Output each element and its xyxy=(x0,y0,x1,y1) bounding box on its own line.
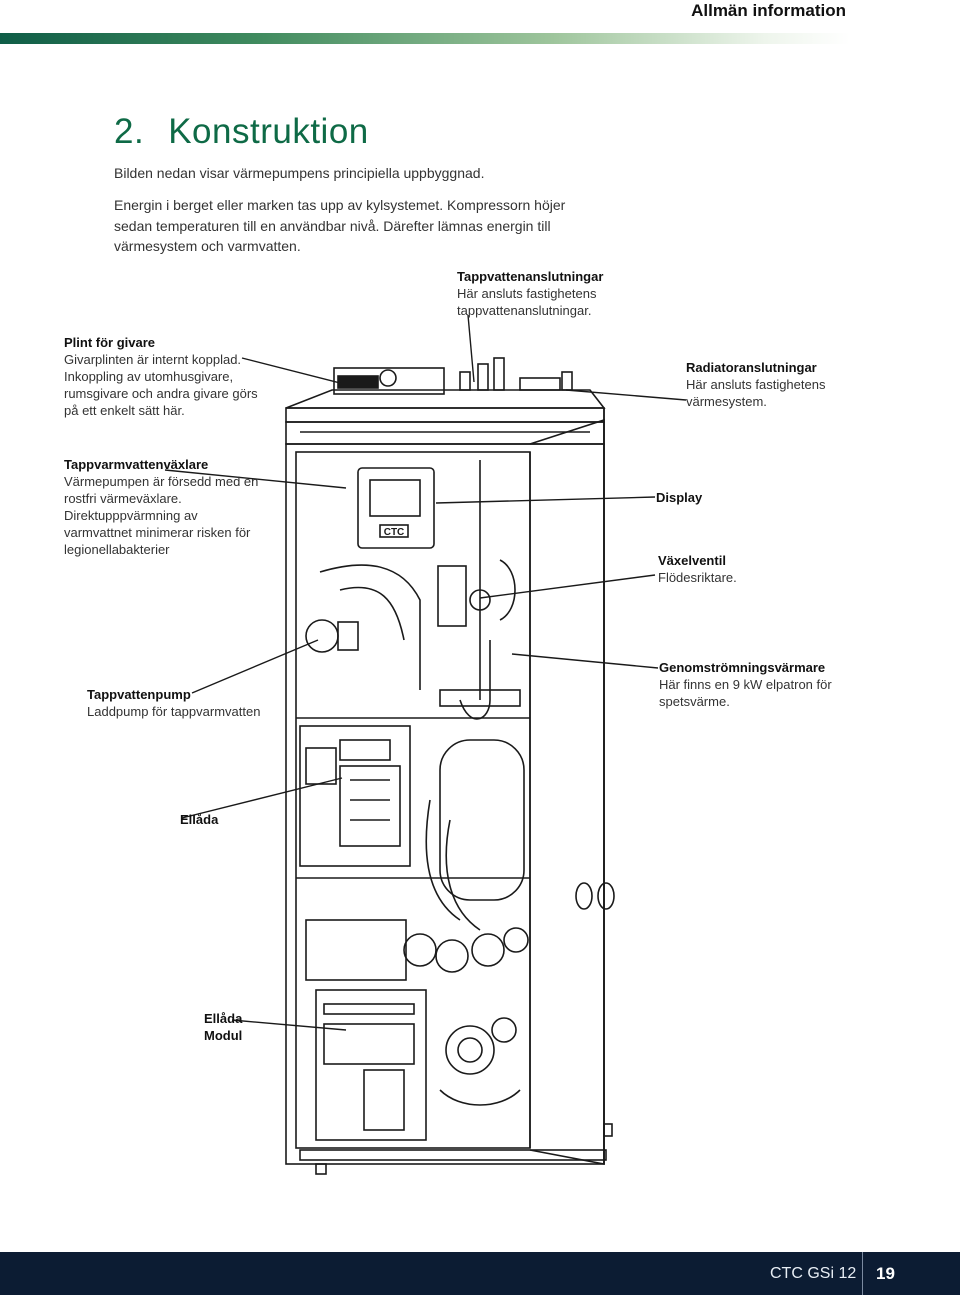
cabinet-body xyxy=(285,443,605,1165)
label-vaxlare: Tappvarmvattenväxlare Värmepumpen är för… xyxy=(64,456,264,558)
tap-connection-1 xyxy=(459,371,471,391)
label-ellada: Ellåda xyxy=(180,811,260,828)
leader-vaxlare xyxy=(164,469,347,489)
label-vaxelventil-text: Flödesriktare. xyxy=(658,570,737,585)
diverter-valve xyxy=(469,589,491,611)
electric-module-box xyxy=(315,989,427,1141)
label-radiator: Radiatoranslutningar Här ansluts fastigh… xyxy=(686,359,836,410)
leader-ellada-modul xyxy=(231,1019,347,1031)
label-vaxelventil: Växelventil Flödesriktare. xyxy=(658,552,778,586)
display-housing xyxy=(357,467,435,549)
label-radiator-heading: Radiatoranslutningar xyxy=(686,360,817,375)
label-vaxlare-heading: Tappvarmvattenväxlare xyxy=(64,457,209,472)
header-title: Allmän information xyxy=(691,1,846,20)
label-display-heading: Display xyxy=(656,490,703,505)
section-title-text: Konstruktion xyxy=(168,112,369,151)
label-plint: Plint för givare Givarplinten är internt… xyxy=(64,334,264,419)
display-logo: CTC xyxy=(384,527,405,538)
label-display: Display xyxy=(656,489,776,506)
footer-model: CTC GSi 12 xyxy=(770,1265,857,1282)
label-tappvatten-heading: Tappvattenanslutningar xyxy=(457,269,604,284)
tap-water-pump xyxy=(305,619,339,653)
label-pump-text: Laddpump för tappvarmvatten xyxy=(87,704,261,719)
label-tappvatten-text: Här ansluts fastighetens tappvattenanslu… xyxy=(457,286,597,318)
radiator-connection-block xyxy=(519,377,561,391)
tap-connection-3 xyxy=(493,357,505,391)
footer-bar xyxy=(0,1252,960,1295)
leader-plint xyxy=(241,357,345,385)
label-ellada-heading: Ellåda xyxy=(180,812,219,827)
header-gradient-rule xyxy=(0,33,850,44)
display-screen xyxy=(369,479,421,517)
label-plint-heading: Plint för givare xyxy=(64,335,156,350)
label-genomstromning-text: Här finns en 9 kW elpatron för spetsvärm… xyxy=(659,677,832,709)
label-tappvatten: Tappvattenanslutningar Här ansluts fasti… xyxy=(457,268,647,319)
label-ellada-modul-heading2: Modul xyxy=(204,1028,243,1043)
label-vaxelventil-heading: Växelventil xyxy=(658,553,726,568)
cabinet-header-band xyxy=(285,421,605,445)
electric-box xyxy=(299,725,411,867)
intro-paragraph-2: Energin i berget eller marken tas upp av… xyxy=(114,197,566,254)
radiator-connection xyxy=(561,371,573,391)
side-panel xyxy=(529,418,605,1165)
label-vaxlare-text: Värmepumpen är försedd med en rostfri vä… xyxy=(64,474,259,557)
leader-radiator xyxy=(565,389,687,401)
cabinet-frame-inner xyxy=(295,451,531,1149)
label-ellada-modul-heading: Ellåda xyxy=(204,1011,243,1026)
leader-ellada xyxy=(181,777,343,819)
tap-connection-2 xyxy=(477,363,489,391)
valve-actuator xyxy=(437,565,467,627)
label-pump-heading: Tappvattenpump xyxy=(87,687,191,702)
intro-paragraph-1: Bilden nedan visar värmepumpens principi… xyxy=(114,165,485,181)
leader-genomstromning xyxy=(511,653,659,669)
circulation-pump xyxy=(445,1025,495,1075)
page-number: 19 xyxy=(876,1264,895,1283)
label-pump: Tappvattenpump Laddpump för tappvarmvatt… xyxy=(87,686,267,720)
heat-exchanger-tank xyxy=(439,739,525,901)
label-ellada-modul: Ellåda Modul xyxy=(204,1010,284,1044)
section-number: 2. xyxy=(114,112,145,151)
leader-tappvatten xyxy=(467,314,475,383)
top-fitting xyxy=(379,369,397,387)
heater-rail xyxy=(439,689,521,707)
leader-vaxelventil xyxy=(479,574,656,599)
label-radiator-text: Här ansluts fastighetens värmesystem. xyxy=(686,377,826,409)
cabinet-top-rail xyxy=(285,407,605,423)
label-genomstromning: Genomströmningsvärmare Här finns en 9 kW… xyxy=(659,659,839,710)
footer-separator xyxy=(862,1252,863,1295)
display-logo-box xyxy=(379,524,409,538)
section-title: 2. Konstruktion xyxy=(114,112,369,152)
sensor-terminal-strip xyxy=(337,375,379,389)
leader-pump xyxy=(191,639,319,694)
leader-display xyxy=(435,496,656,504)
label-plint-text: Givarplinten är internt kopplad. Inkoppl… xyxy=(64,352,258,418)
label-genomstromning-heading: Genomströmningsvärmare xyxy=(659,660,826,675)
